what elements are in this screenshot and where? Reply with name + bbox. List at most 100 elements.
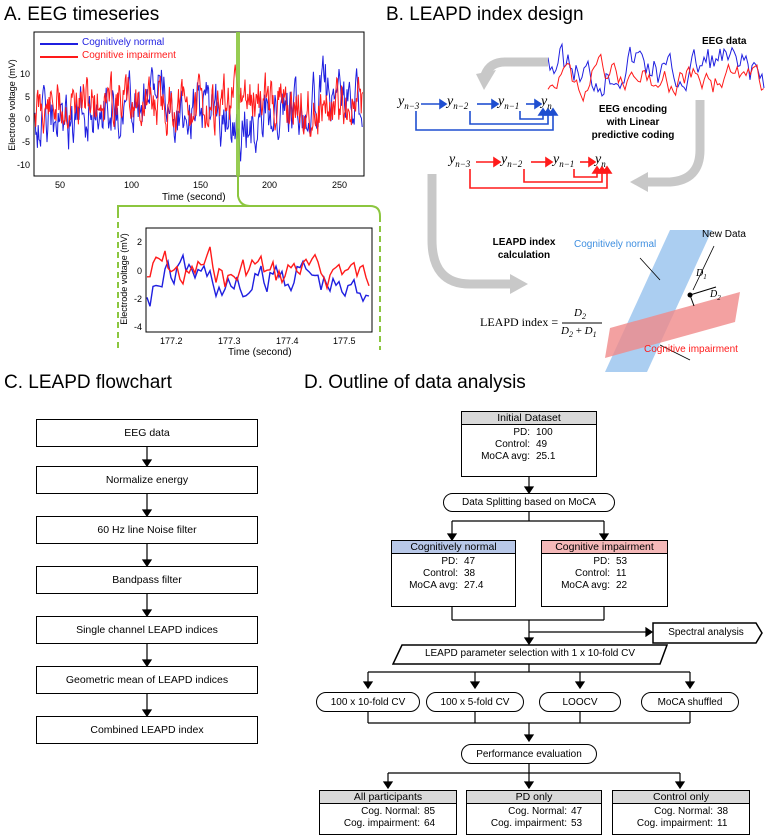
xtick-250: 250 [332,180,348,190]
blue-seq-y-n-1: yn−1 [498,94,520,111]
panel-b-letter: B. [386,4,404,25]
result-control-normal-label: Cog. Normal: [654,806,713,817]
flow-step-geometric-mean: Geometric mean of LEAPD indices [36,666,258,694]
spectral-analysis-label: Spectral analysis [668,627,744,638]
normal-leader [639,257,661,281]
spectral-analysis-shape [652,622,763,644]
flow-step-bandpass: Bandpass filter [36,566,258,594]
impair-moca-value: 22 [616,580,628,591]
impair-eeg-trace [34,64,364,137]
zoom-ytick-0: 0 [136,266,142,276]
blue-sequence-arrows [415,98,559,131]
panel-b-title-text: LEAPD index design [409,4,584,25]
initial-pd-value: 100 [536,427,553,438]
result-control-only: Control only Cog. Normal:38 Cog. impairm… [612,790,750,835]
red-seq-y-n: yn [595,152,606,169]
panel-d-title: D. Outline of data analysis [304,372,526,394]
impair-pd-value: 53 [616,556,628,567]
impair-control-value: 11 [616,568,627,579]
initial-moca-value: 25.1 [536,451,556,462]
new-data-label: New Data [702,229,746,240]
ytick-minus5: -5 [21,137,30,147]
d2-label: D2 [710,289,721,302]
eeg-data-label: EEG data [702,36,747,47]
result-control-header: Control only [613,791,749,804]
impair-plane [605,292,740,358]
result-control-normal-value: 38 [717,806,729,817]
initial-control-value: 49 [536,439,548,450]
panel-c-letter: C. [4,372,23,393]
xtick-200: 200 [262,180,278,190]
panel-a-letter: A. [4,4,22,25]
normal-group-header: Cognitively normal [392,541,515,554]
impair-moca-label: MoCA avg: [561,580,610,591]
param-selection-label: LEAPD parameter selection with 1 x 10-fo… [424,648,636,659]
zoom-normal-trace [146,252,370,307]
zoom-connector [117,176,381,350]
zoom-ytick-2: 2 [136,237,142,247]
eeg-zoom-plot [145,227,373,333]
red-seq-y-n-1: yn−1 [553,152,575,169]
result-all-header: All participants [320,791,456,804]
xtick-50: 50 [55,180,66,190]
formula-numerator: D2 [574,307,586,322]
cv-10fold: 100 x 10-fold CV [316,692,420,712]
result-all-normal-label: Cog. Normal: [361,806,420,817]
panel-a-title-text: EEG timeseries [27,4,160,25]
normal-pd-value: 47 [464,556,476,567]
result-pd-normal-label: Cog. Normal: [508,806,567,817]
impair-leader [659,344,691,361]
flow-step-line-noise: 60 Hz line Noise filter [36,516,258,544]
initial-dataset-header: Initial Dataset [462,412,596,425]
result-pd-normal-value: 47 [571,806,583,817]
ytick-0: 0 [24,114,30,124]
red-seq-y-n-2: yn−2 [501,152,523,169]
zoom-xtick-1774: 177.4 [276,336,299,346]
panel-d-letter: D. [304,372,323,393]
initial-moca-label: MoCA avg: [481,451,530,462]
result-all-normal-value: 85 [424,806,436,817]
impair-group-box: Cognitive impairment PD: 53 Control: 11 Mo… [541,540,668,607]
blue-seq-y-n-2: yn−2 [447,94,469,111]
panel-c-title: C. LEAPD flowchart [4,372,172,394]
normal-eeg-trace [34,55,363,162]
eeg-main-plot [33,31,365,177]
main-xlabel: Time (second) [162,192,226,203]
formula-denominator: D2 + D1 [561,325,597,340]
normal-moca-value: 27.4 [464,580,484,591]
initial-dataset-box: Initial Dataset PD:100 Control:49 MoCA a… [461,411,597,477]
red-seq-y-n-3: yn−3 [449,152,471,169]
result-pd-header: PD only [467,791,601,804]
zoom-ylabel: Electrode voltage (mV) [119,233,129,325]
param-selection-shape [392,644,668,665]
normal-control-value: 38 [464,568,476,579]
flow-arrowheads [476,70,648,294]
panel-c-title-text: LEAPD flowchart [28,372,172,393]
panel-d-title-text: Outline of data analysis [328,372,526,393]
main-ylabel: Electrode voltage (mV) [7,59,17,151]
zoom-xtick-1773: 177.3 [218,336,241,346]
zoom-ytick-minus4: -4 [133,322,142,332]
impair-group-header: Cognitive impairment [542,541,667,554]
impair-control-label: Control: [574,568,610,579]
result-pd-impair-label: Cog. impairment: [490,818,567,829]
flowchart-arrows [141,447,153,718]
zoom-xlabel: Time (second) [228,347,292,358]
xtick-100: 100 [124,180,140,190]
ytick-minus10: -10 [16,160,30,170]
normal-moca-label: MoCA avg: [409,580,458,591]
formula-lhs: LEAPD index = [480,315,559,329]
flow-step-eeg-data: EEG data [36,419,258,447]
result-all-participants: All participants Cog. Normal:85 Cog. imp… [319,790,457,835]
cv-loocv: LOOCV [539,692,621,712]
initial-control-label: Control: [494,439,530,450]
zoom-window-marker [236,32,240,176]
impair-pd-label: PD: [593,556,610,567]
legend-normal-label: Cognitively normal [82,37,165,48]
flow-step-normalize: Normalize energy [36,466,258,494]
zoom-xtick-1775: 177.5 [333,336,356,346]
legend-impair-label: Cognitive impairment [82,50,176,61]
cv-moca-shuffled: MoCA shuffled [641,692,739,712]
